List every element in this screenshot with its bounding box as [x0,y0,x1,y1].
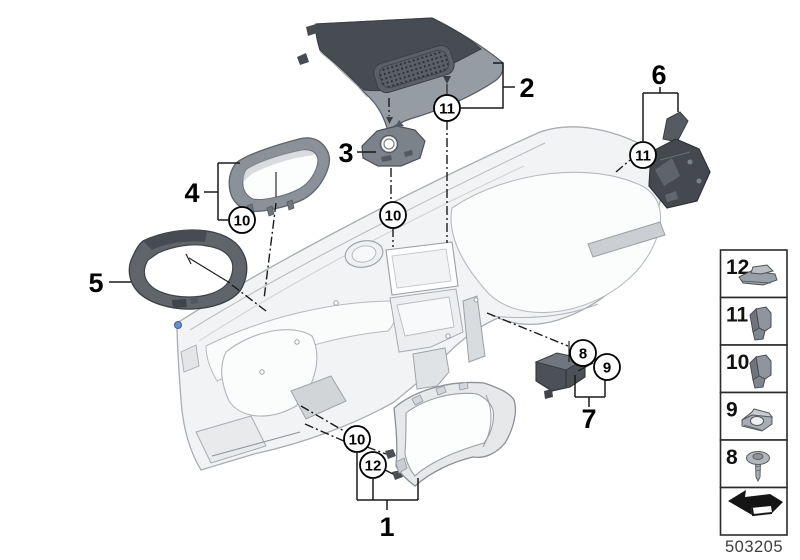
part-2-speaker-cover[interactable] [297,17,504,133]
dashboard-assembly [174,126,668,480]
callout-number: 12 [365,458,382,475]
callout-10-bracket[interactable]: 10 [379,201,407,229]
part-label-4[interactable]: 4 [184,178,199,208]
callout-number: 8 [579,346,587,363]
speaker-grille [373,44,455,94]
callout-number: 11 [439,101,455,118]
callout-12-cluster[interactable]: 12 [359,451,387,479]
part-label-7[interactable]: 7 [581,404,596,434]
legend-item-12[interactable]: 12 [719,249,788,299]
callout-11-side[interactable]: 11 [629,141,657,169]
legend-item-8[interactable]: 8 [719,439,788,489]
slide-clip-icon [738,264,778,286]
leader-lines [109,62,679,510]
legend-direction-box [719,486,788,536]
part-label-2[interactable]: 2 [519,73,534,103]
part-3-mounting-bracket[interactable] [361,117,426,167]
direction-arrow-icon [728,490,783,515]
callout-number: 10 [234,213,251,230]
blue-fastener-marker [174,321,182,329]
legend-number: 8 [726,446,738,469]
part-6-side-trim-panel[interactable] [648,111,711,209]
legend-number: 12 [726,256,749,279]
callout-11-top[interactable]: 11 [433,94,461,122]
callout-10-bezel[interactable]: 10 [228,206,256,234]
callout-number: 10 [385,208,402,225]
legend-item-9[interactable]: 9 [719,391,788,441]
part-label-1[interactable]: 1 [379,512,394,542]
legend-number: 11 [726,304,749,327]
drawing-number: 503205 [725,538,783,556]
part-5-trim-frame[interactable] [128,229,248,310]
part-4-trim-bezel[interactable] [228,137,331,217]
callout-10-cluster[interactable]: 10 [343,425,371,453]
legend-item-11[interactable]: 11 [719,296,788,346]
callout-8[interactable]: 8 [569,339,597,367]
part-1-cluster-surround[interactable] [393,381,517,487]
part-label-6[interactable]: 6 [651,60,666,90]
callout-number: 11 [635,148,651,165]
cage-nut-icon [741,408,774,432]
legend-number: 9 [726,399,738,422]
part-label-5[interactable]: 5 [88,268,103,298]
callout-9[interactable]: 9 [593,353,621,381]
callout-number: 9 [603,360,611,377]
callout-number: 10 [349,432,366,449]
fastener-legend: 12 11 10 9 [719,249,788,556]
legend-item-10[interactable]: 10 [719,344,788,394]
part-label-3[interactable]: 3 [338,138,353,168]
flange-screw-icon [746,451,770,483]
legend-number: 10 [726,351,749,374]
